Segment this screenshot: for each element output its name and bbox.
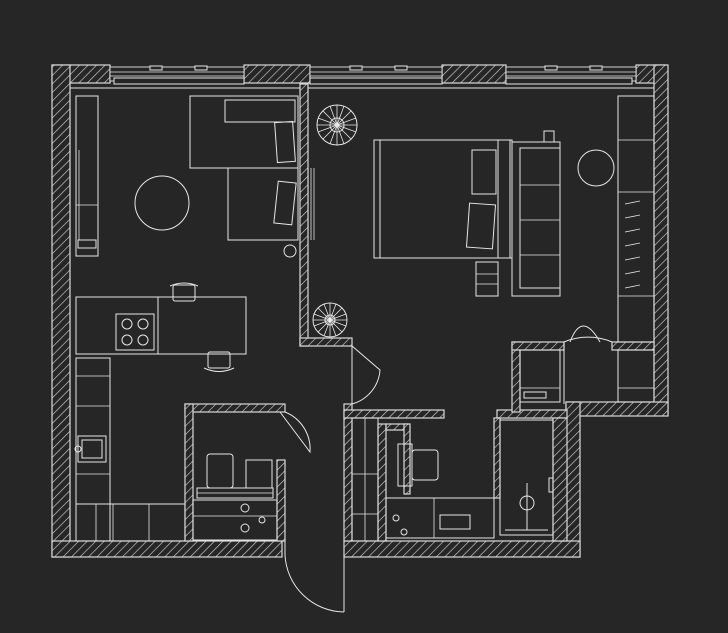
bath2-cabinet [385, 497, 495, 539]
wall-shower-divider [493, 417, 501, 499]
entrance-door [284, 554, 345, 613]
sink-icon [77, 435, 107, 463]
door-swing-icon [279, 411, 311, 454]
wall-right-step [565, 401, 669, 417]
living-room [75, 95, 315, 258]
wall-shelf [75, 95, 99, 257]
wall-bath1-right [276, 459, 286, 542]
plant-icon [316, 104, 358, 146]
wall-bottom-left [51, 540, 283, 558]
double-bed [373, 139, 511, 259]
wall-bath1-top [184, 403, 286, 413]
hallway [284, 345, 381, 613]
side-table [283, 244, 297, 258]
bathroom-1 [192, 411, 311, 541]
sink-icon-bath1 [245, 459, 273, 489]
bar-stool-1 [172, 284, 196, 302]
closet-unit-left [519, 349, 561, 403]
wall-partition-stub [299, 337, 353, 347]
wall-top-mid-2 [441, 64, 507, 84]
toilet-icon-bath2 [411, 449, 439, 481]
dresser [511, 141, 561, 297]
wall-living-bedroom [299, 83, 309, 347]
wall-bath2-top-a [343, 409, 445, 419]
sofa-backrest-top [224, 99, 296, 123]
windows [109, 65, 637, 85]
kitchen-island [75, 296, 247, 355]
round-rug [577, 149, 615, 187]
closet-unit-right [617, 349, 655, 403]
plant-icon-2 [312, 302, 348, 338]
cooktop-icon [115, 313, 155, 351]
wall-bath2-top-b [496, 409, 568, 419]
wardrobe [617, 95, 655, 343]
sofa-cushion-1 [274, 120, 296, 164]
bar-stool-2 [207, 351, 231, 369]
pillow-2 [465, 202, 497, 250]
kitchen [74, 282, 247, 542]
wall-left [51, 64, 71, 558]
interior-walls [184, 83, 655, 542]
wall-bath2-left [377, 423, 387, 542]
pillow-1 [471, 149, 497, 195]
washing-machine [192, 499, 278, 541]
round-coffee-table [134, 175, 190, 231]
exterior-walls [51, 64, 669, 558]
lower-cabinets [75, 503, 186, 542]
wall-hall-right [343, 403, 353, 542]
wall-right [653, 64, 669, 416]
wall-bath1-left [184, 403, 194, 542]
door-swing-icon-hall [351, 345, 381, 405]
sofa-cushion-2 [273, 180, 297, 226]
bathroom-2 [385, 419, 554, 539]
door-swing-icon-bedroom [563, 336, 613, 404]
bedroom [373, 95, 655, 404]
wall-closet-left [511, 341, 521, 413]
nightstand [475, 261, 499, 297]
wall-top-mid-1 [243, 64, 311, 84]
wall-right-lower [565, 401, 581, 558]
sink-icon-bath2 [439, 514, 471, 530]
toilet-icon [206, 453, 234, 489]
wall-bottom-right [343, 540, 581, 558]
